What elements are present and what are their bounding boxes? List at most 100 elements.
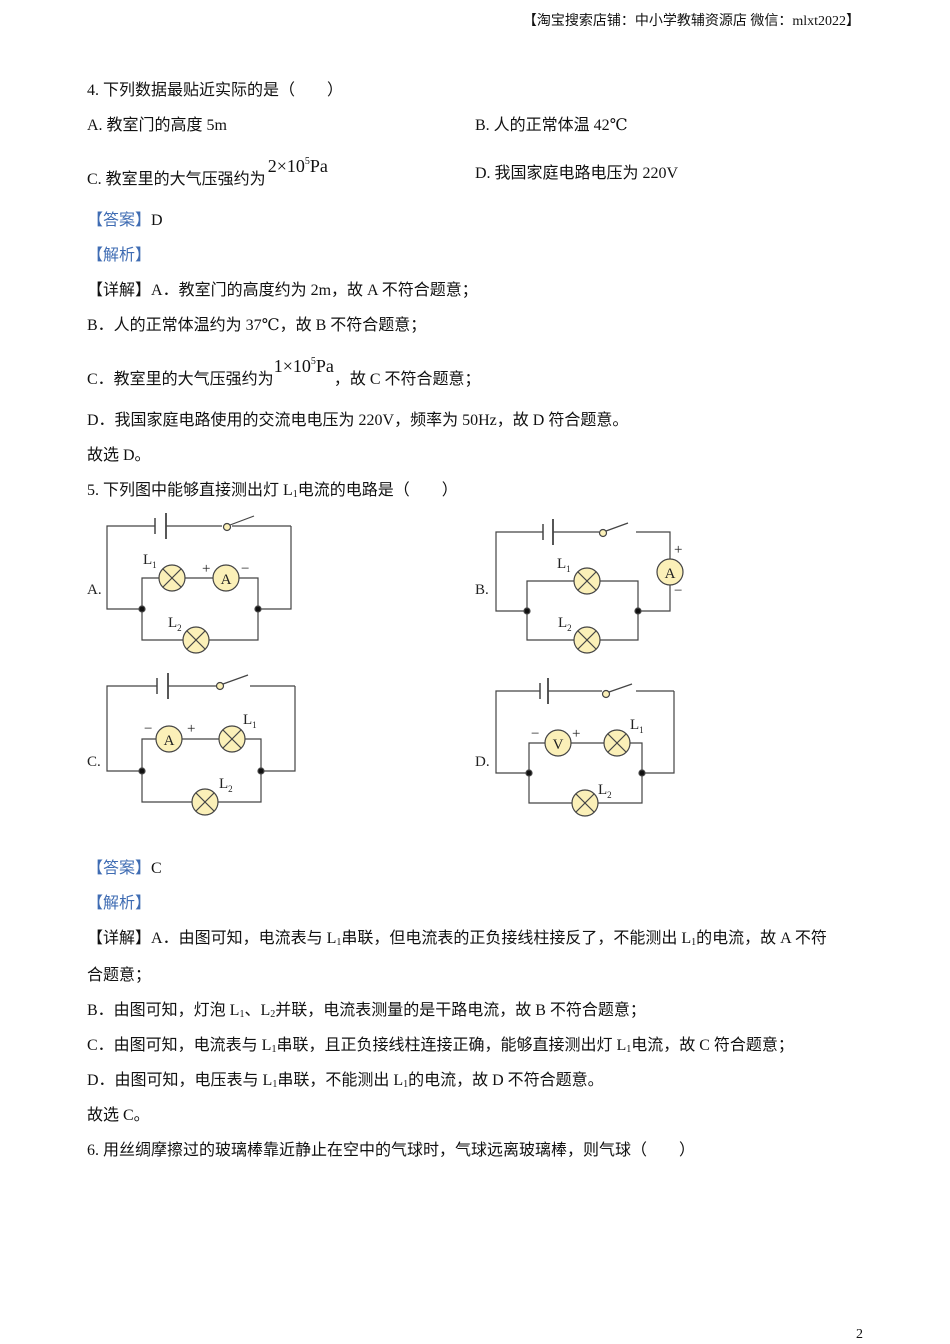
minus-sign: − — [144, 721, 152, 737]
detail-text: B．由图可知，灯泡 L — [87, 1002, 240, 1019]
q5-detail-1-cont: 合题意； — [87, 967, 152, 984]
lamp-l2-icon — [191, 788, 219, 816]
detail-text: 并联，电流表测量的是干路电流，故 B 不符合题意； — [275, 1002, 646, 1019]
detail-text: A．教室门的高度约为 2m，故 A 不符合题意； — [151, 282, 478, 299]
q4-option-b: B. 人的正常体温 42℃ — [475, 117, 628, 134]
l2-label: L2 — [168, 615, 182, 633]
answer-tag: 【答案】 — [87, 212, 152, 229]
l2-label: L2 — [598, 782, 612, 800]
detail-text: C．由图可知，电流表与 L — [87, 1037, 272, 1054]
circuit-c — [106, 673, 296, 816]
q5-stem: 5. 下列图中能够直接测出灯 L1电流的电路是（ ） — [87, 481, 458, 505]
detail-text: 、L — [244, 1002, 271, 1019]
q5-detail-2: B．由图可知，灯泡 L1、L2并联，电流表测量的是干路电流，故 B 不符合题意； — [87, 1001, 646, 1025]
answer-value: D — [151, 212, 163, 229]
lamp-l1-icon — [218, 725, 246, 753]
option-b-label: B. — [475, 582, 489, 598]
q4-detail-2: B．人的正常体温约为 37℃，故 B 不符合题意； — [87, 317, 427, 334]
subscript: 1 — [691, 937, 697, 948]
option-a-label: A. — [87, 582, 102, 598]
q4-conclusion: 故选 D。 — [87, 447, 151, 464]
l2-label: L2 — [558, 615, 572, 633]
lamp-l1-icon — [158, 564, 186, 592]
lamp-l1-icon — [603, 729, 631, 757]
formula-unit: Pa — [309, 156, 328, 176]
formula-unit: Pa — [315, 356, 334, 376]
ammeter-b-label: A — [665, 566, 676, 582]
option-c-label: C. — [87, 754, 101, 770]
detail-text: 电流，故 C 符合题意； — [631, 1037, 794, 1054]
formula-exp: 5 — [310, 356, 316, 367]
detail-text: ，故 C 不符合题意； — [333, 371, 481, 388]
detail-tag: 【详解】 — [87, 930, 152, 947]
subscript: 1 — [272, 1079, 278, 1090]
q6-stem: 6. 用丝绸摩擦过的玻璃棒靠近静止在空中的气球时，气球远离玻璃棒，则气球（ ） — [87, 1142, 696, 1159]
l2-label: L2 — [219, 776, 233, 794]
detail-tag: 【详解】 — [87, 282, 152, 299]
formula: 2×105Pa — [268, 156, 328, 176]
detail-text: 的电流，故 A 不符 — [696, 930, 827, 947]
q5-detail-4: D．由图可知，电压表与 L1串联，不能测出 L1的电流，故 D 不符合题意。 — [87, 1071, 604, 1095]
q4-option-c: C. 教室里的大气压强约为2×105Pa — [87, 156, 328, 190]
l1-label: L1 — [243, 712, 257, 730]
q4-analysis-tag: 【解析】 — [87, 247, 152, 264]
stem-text: 5. 下列图中能够直接测出灯 L — [87, 482, 293, 499]
detail-text: 串联，但电流表的正负接线柱接反了，不能测出 L — [341, 930, 692, 947]
subscript: 1 — [239, 1009, 245, 1020]
subscript: 1 — [626, 1044, 632, 1055]
q4-detail-4: D．我国家庭电路使用的交流电电压为 220V，频率为 50Hz，故 D 符合题意… — [87, 412, 629, 429]
header-watermark: 【淘宝搜索店铺：中小学教辅资源店 微信：mlxt2022】 — [522, 14, 860, 29]
circuit-b — [495, 519, 684, 654]
l1-label: L1 — [143, 552, 157, 570]
answer-value: C — [151, 860, 162, 877]
detail-text: A．由图可知，电流表与 L — [151, 930, 337, 947]
detail-text: C．教室里的大气压强约为 — [87, 371, 274, 388]
q4-option-d: D. 我国家庭电路电压为 220V — [475, 165, 679, 182]
circuit-a — [106, 513, 292, 654]
q4-detail-3: C．教室里的大气压强约为1×105Pa，故 C 不符合题意； — [87, 356, 481, 390]
q4-detail-1: 【详解】A．教室门的高度约为 2m，故 A 不符合题意； — [87, 281, 478, 301]
q5-conclusion: 故选 C。 — [87, 1107, 150, 1124]
page-number: 2 — [856, 1327, 863, 1342]
formula-coef: 1×10 — [273, 356, 311, 376]
lamp-l2-icon — [571, 789, 599, 817]
minus-sign: − — [674, 583, 682, 599]
q4-option-a: A. 教室门的高度 5m — [87, 117, 228, 134]
detail-text: 的电流，故 D 不符合题意。 — [408, 1072, 604, 1089]
q4-answer: 【答案】D — [87, 211, 163, 231]
option-d-label: D. — [475, 754, 490, 770]
subscript: 1 — [336, 937, 342, 948]
q5-analysis-tag: 【解析】 — [87, 895, 152, 912]
answer-tag: 【答案】 — [87, 860, 152, 877]
subscript: 2 — [270, 1009, 276, 1020]
plus-sign: + — [572, 726, 580, 742]
q5-answer: 【答案】C — [87, 859, 162, 879]
lamp-l2-icon — [182, 626, 210, 654]
plus-sign: + — [202, 561, 210, 577]
plus-sign: + — [187, 721, 195, 737]
ammeter-a-label: A — [221, 572, 232, 588]
formula-coef: 2×10 — [267, 156, 305, 176]
plus-sign: + — [674, 542, 682, 558]
detail-text: 串联，不能测出 L — [277, 1072, 404, 1089]
q4-option-c-text: C. 教室里的大气压强约为 — [87, 171, 266, 188]
circuit-d — [495, 678, 675, 817]
subscript: 1 — [403, 1079, 409, 1090]
formula-exp: 5 — [304, 156, 310, 167]
minus-sign: − — [531, 726, 539, 742]
minus-sign: − — [241, 561, 249, 577]
formula: 1×105Pa — [274, 356, 334, 376]
q4-stem: 4. 下列数据最贴近实际的是（ ） — [87, 82, 344, 99]
ammeter-c-label: A — [164, 733, 175, 749]
lamp-l2-icon — [573, 626, 601, 654]
q5-detail-1: 【详解】A．由图可知，电流表与 L1串联，但电流表的正负接线柱接反了，不能测出 … — [87, 929, 827, 953]
l1-label: L1 — [557, 556, 571, 574]
lamp-l1-icon — [573, 567, 601, 595]
detail-text: 串联，且正负接线柱连接正确，能够直接测出灯 L — [276, 1037, 627, 1054]
detail-text: D．由图可知，电压表与 L — [87, 1072, 273, 1089]
q5-detail-3: C．由图可知，电流表与 L1串联，且正负接线柱连接正确，能够直接测出灯 L1电流… — [87, 1036, 794, 1060]
l1-label: L1 — [630, 717, 644, 735]
stem-text: 电流的电路是（ ） — [297, 482, 458, 499]
